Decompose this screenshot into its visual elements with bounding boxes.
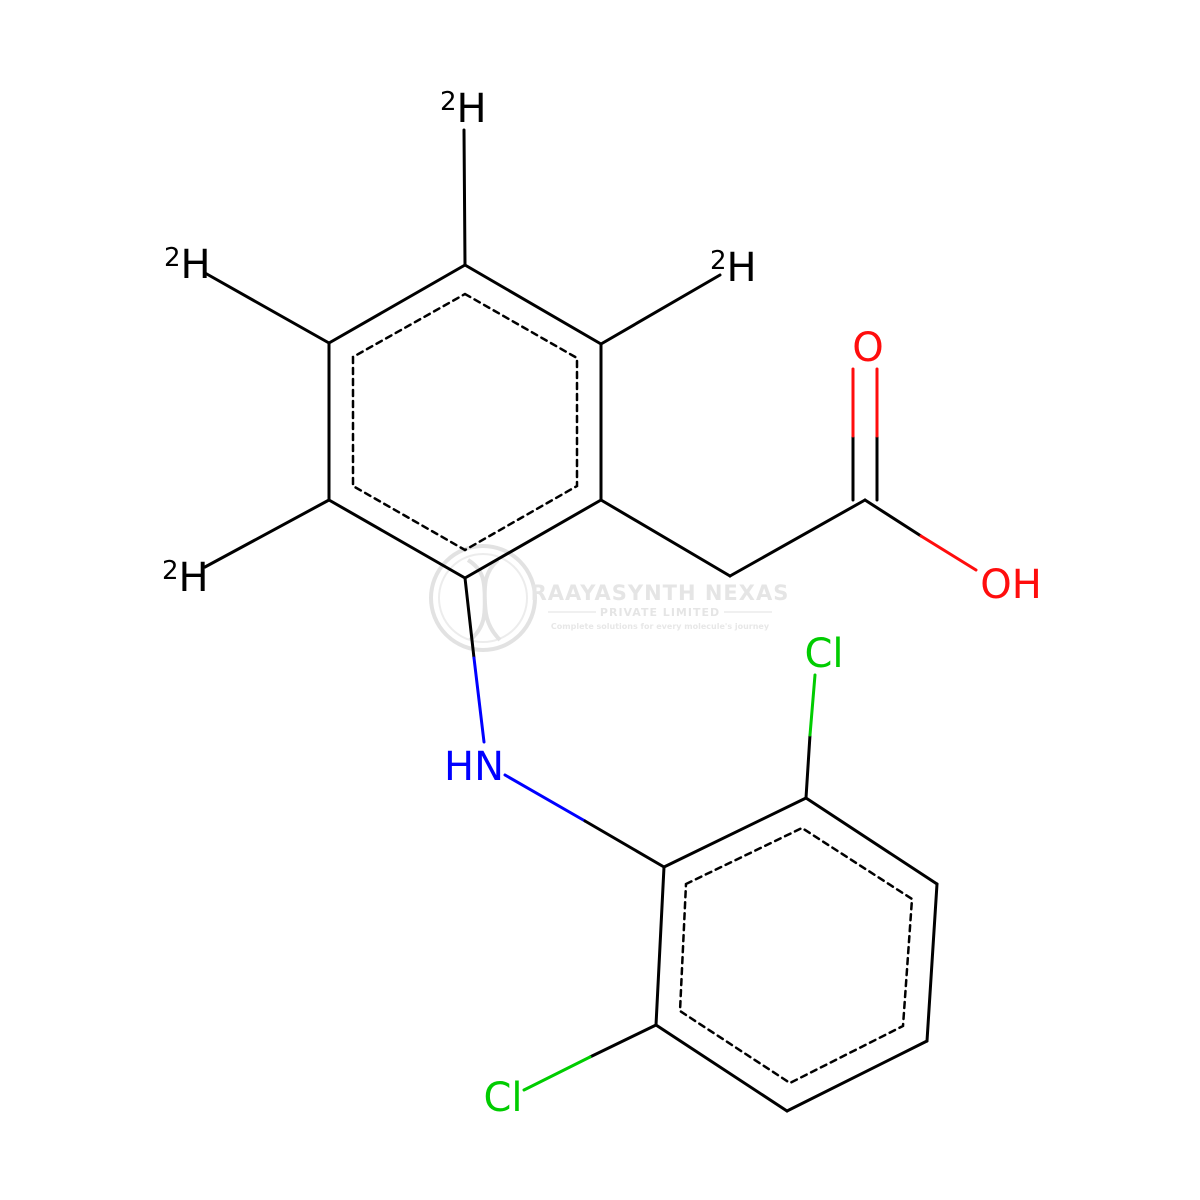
bond-ring2-top	[662, 796, 808, 869]
bond-n-ring2-blue	[503, 773, 587, 823]
atom-amine: HN	[444, 744, 504, 790]
watermark: RAAYASYNTH NEXAS PRIVATE LIMITED Complet…	[429, 544, 790, 652]
bond-ring2-top-right	[804, 796, 939, 886]
atom-d-upper-left: 2H	[164, 242, 211, 288]
bond-ring1-bottom-left	[327, 498, 467, 580]
atom-d-upper-right: 2H	[710, 245, 757, 291]
atom-labels: 2H 2H 2H 2H O OH HN Cl Cl	[162, 86, 1042, 1121]
bond-ring2-bottom-left	[654, 1023, 789, 1113]
bond-ring-ch2	[599, 498, 732, 578]
atom-d-lower-left: 2H	[162, 555, 209, 601]
bond-ring1-top-right	[463, 263, 603, 346]
atom-carbonyl-oxygen: O	[852, 325, 883, 371]
bond-ring1-n-black	[463, 576, 476, 660]
bonds	[203, 128, 978, 1113]
bond-d-upper-right	[599, 273, 722, 346]
bond-ring2-right	[925, 882, 939, 1043]
bond-ch2-carboxyl	[728, 498, 867, 578]
bond-cl-bottom-green	[522, 1055, 592, 1092]
atom-chlorine-bottom: Cl	[483, 1075, 522, 1121]
watermark-subtitle: PRIVATE LIMITED	[600, 606, 720, 619]
bond-d-top	[462, 128, 467, 267]
bond-ring1-n-blue	[472, 656, 486, 744]
bond-ring1-bottom-right	[463, 498, 603, 580]
atom-d-top: 2H	[440, 86, 487, 132]
bond-ring2-bottom-right	[785, 1039, 929, 1113]
bond-c-oh-red	[919, 534, 978, 572]
watermark-company: RAAYASYNTH NEXAS	[531, 581, 790, 605]
bond-cl-top-black	[804, 733, 812, 800]
watermark-logo-inner	[438, 553, 528, 643]
atom-hydroxyl: OH	[980, 562, 1042, 608]
aromatic-ring1-inner	[351, 292, 579, 552]
aromatic-ring2-inner	[678, 826, 914, 1085]
bond-c-oh-black	[863, 498, 923, 538]
bond-cl-bottom-black	[588, 1023, 658, 1059]
watermark-logo-icon	[429, 544, 537, 652]
atom-chlorine-top: Cl	[804, 631, 843, 677]
watermark-tagline: Complete solutions for every molecule's …	[551, 622, 770, 631]
bond-ring2-left	[654, 865, 666, 1027]
bond-d-upper-left	[203, 271, 331, 345]
bond-ring1-top-left	[327, 263, 467, 345]
bond-cl-top-green	[808, 673, 817, 737]
bond-d-lower-left	[203, 498, 331, 569]
watermark-helix-icon	[466, 558, 502, 642]
bond-n-ring2-black	[583, 819, 666, 869]
